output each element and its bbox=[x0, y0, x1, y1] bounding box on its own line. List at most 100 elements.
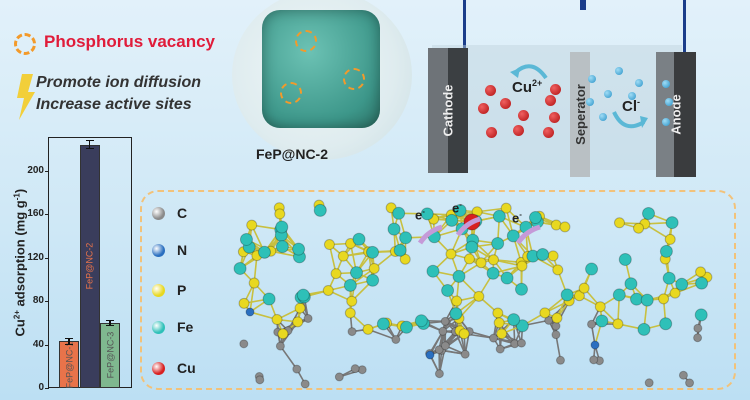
atom bbox=[630, 292, 644, 306]
atom bbox=[551, 312, 563, 324]
atom bbox=[296, 288, 310, 302]
fep-nc-cube-image bbox=[262, 10, 380, 128]
atom bbox=[300, 379, 310, 389]
legend-item: Cu bbox=[152, 360, 196, 376]
cu-ion bbox=[513, 125, 524, 136]
y-tick-label: 0 bbox=[38, 382, 44, 393]
atom bbox=[366, 245, 380, 259]
atom bbox=[303, 314, 313, 324]
atom bbox=[323, 239, 335, 251]
atom bbox=[559, 221, 571, 233]
atom bbox=[693, 323, 703, 333]
cl-ion bbox=[635, 79, 643, 87]
atom bbox=[664, 233, 676, 245]
cl-ion bbox=[628, 92, 636, 100]
vacancy-marker-icon bbox=[280, 82, 302, 104]
atom bbox=[678, 370, 688, 380]
cu-ion bbox=[500, 98, 511, 109]
cl-ion bbox=[665, 98, 673, 106]
phosphorus-vacancy-label: Phosphorus vacancy bbox=[44, 32, 216, 51]
atom bbox=[399, 253, 411, 265]
atom bbox=[392, 206, 406, 220]
atom bbox=[275, 220, 289, 234]
atom bbox=[669, 287, 681, 299]
atom bbox=[460, 349, 470, 359]
atom bbox=[445, 213, 459, 227]
bond bbox=[279, 345, 298, 370]
atom bbox=[440, 316, 450, 326]
atom bbox=[500, 202, 512, 214]
atom bbox=[536, 247, 550, 261]
atom bbox=[560, 288, 574, 302]
bond bbox=[555, 334, 562, 361]
atom bbox=[500, 271, 514, 285]
atom bbox=[585, 262, 599, 276]
atom bbox=[346, 295, 358, 307]
atom bbox=[633, 222, 645, 234]
atom bbox=[458, 328, 470, 340]
cl-ion bbox=[586, 98, 594, 106]
atom bbox=[343, 278, 357, 292]
cl-ion bbox=[662, 80, 670, 88]
atom bbox=[589, 355, 599, 365]
legend-item: P bbox=[152, 282, 186, 298]
atom bbox=[695, 266, 707, 278]
atom-dot-icon bbox=[152, 206, 165, 220]
atom bbox=[539, 307, 551, 319]
atom bbox=[239, 339, 249, 349]
atom bbox=[248, 277, 260, 289]
atom bbox=[350, 364, 360, 374]
lightning-bolt-icon bbox=[17, 74, 35, 120]
atom bbox=[659, 317, 673, 331]
vacancy-dashed-circle-icon bbox=[14, 33, 36, 55]
atom-dot-icon bbox=[152, 320, 165, 334]
y-tick bbox=[45, 170, 49, 172]
atom bbox=[292, 316, 304, 328]
atom bbox=[451, 295, 463, 307]
atom bbox=[658, 293, 670, 305]
atom bbox=[486, 266, 500, 280]
electron-label: e- bbox=[452, 200, 462, 216]
bar-label: FeP@NC-1 bbox=[64, 341, 74, 388]
atom bbox=[275, 240, 289, 254]
y-tick-label: 80 bbox=[32, 295, 44, 307]
atom bbox=[275, 341, 285, 351]
atom bbox=[420, 207, 434, 221]
atom-dot-icon bbox=[152, 361, 165, 375]
atom bbox=[362, 323, 374, 335]
atom bbox=[239, 232, 253, 246]
atom bbox=[640, 293, 654, 307]
atom bbox=[277, 328, 289, 340]
atom bbox=[552, 264, 564, 276]
atom bbox=[475, 257, 487, 269]
atom bbox=[399, 320, 413, 334]
atom-dot-icon bbox=[152, 243, 165, 257]
atom bbox=[495, 344, 505, 354]
bar-label: FeP@NC-2 bbox=[84, 242, 95, 290]
wire-right bbox=[683, 0, 686, 58]
atom-dot-icon bbox=[152, 283, 165, 297]
y-tick-label: 40 bbox=[32, 338, 44, 350]
vacancy-marker-icon bbox=[295, 30, 317, 52]
atom bbox=[330, 268, 342, 280]
cl-ion bbox=[604, 90, 612, 98]
atom bbox=[246, 219, 258, 231]
atom bbox=[322, 284, 334, 296]
atom bbox=[368, 262, 380, 274]
cu-ion bbox=[550, 84, 561, 95]
benefit-active-sites: Increase active sites bbox=[36, 96, 192, 113]
separator: Seperator bbox=[570, 52, 590, 177]
cu-ion bbox=[549, 112, 560, 123]
error-bar bbox=[85, 140, 94, 149]
atom bbox=[465, 240, 479, 254]
wire-left bbox=[463, 0, 466, 55]
atom bbox=[547, 250, 559, 262]
atom bbox=[292, 242, 306, 256]
electrochemical-cell bbox=[432, 45, 682, 170]
atom bbox=[233, 261, 247, 275]
atom bbox=[489, 333, 499, 343]
atom bbox=[347, 327, 357, 337]
atom bbox=[434, 369, 444, 379]
power-source bbox=[580, 0, 586, 10]
atom bbox=[449, 307, 463, 321]
